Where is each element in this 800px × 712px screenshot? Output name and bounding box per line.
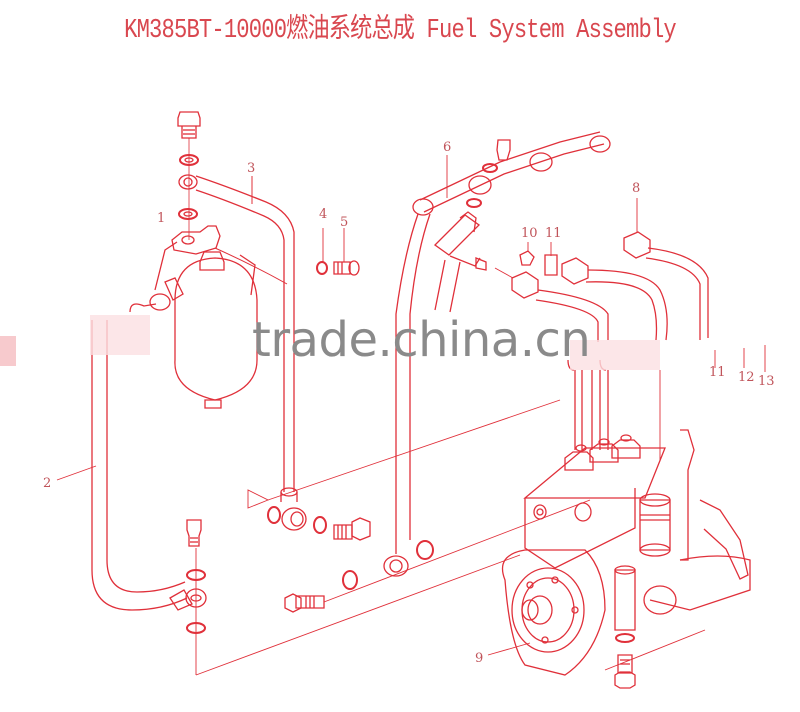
callout-13: 13 [758,374,775,389]
callout-5: 5 [340,215,348,230]
fuel-filter [129,111,258,409]
watermark-blur-band [0,315,660,370]
callout-4: 4 [319,207,327,222]
callout-11-lower: 11 [709,365,726,380]
callout-labels: 1 2 3 4 5 6 8 9 10 11 11 12 13 [43,140,775,666]
callout-6: 6 [443,140,451,155]
callout-1: 1 [157,211,165,226]
callout-2: 2 [43,476,51,491]
injection-pump [487,429,751,689]
callout-9: 9 [475,651,483,666]
diagram-title: KM385BT-10000燃油系统总成 Fuel System Assembly [124,16,677,46]
fuel-pipe-left [56,320,521,676]
washer-and-bolt [316,228,360,276]
fuel-pipe-outlet [195,175,561,541]
callout-10: 10 [521,226,538,241]
callout-3: 3 [247,161,255,176]
callout-11-upper: 11 [545,226,562,241]
callout-12: 12 [738,370,755,385]
callout-8: 8 [632,181,640,196]
watermark-text: trade.china.cn [252,312,591,368]
leader-lines-right [714,345,766,372]
return-pipe [284,131,611,613]
